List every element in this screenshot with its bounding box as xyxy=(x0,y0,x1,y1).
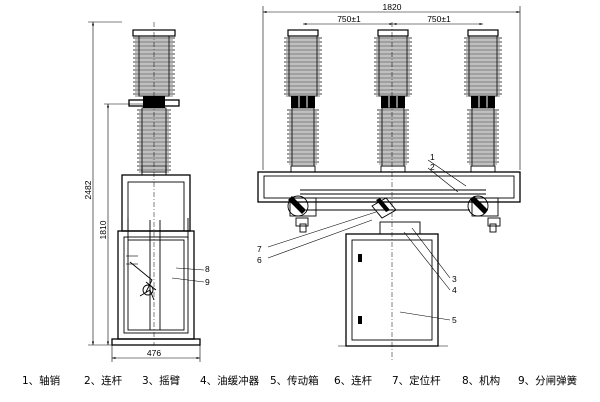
pole-2 xyxy=(374,29,412,173)
legend-item-5: 5、传动箱 xyxy=(270,374,319,387)
total-height-label: 2482 xyxy=(83,180,93,199)
side-base xyxy=(111,338,201,346)
front-support-frame xyxy=(257,171,521,203)
phase-spacing-right-label: 750±1 xyxy=(427,14,451,24)
side-upper-housing xyxy=(121,174,191,232)
callout-8: 8 xyxy=(205,264,210,274)
parts-legend: 1、轴销 2、连杆 3、摇臂 4、油缓冲器 5、传动箱 6、连杆 7、定位杆 8… xyxy=(22,374,577,387)
phase-spacing-dimension: 750±1 750±1 xyxy=(303,14,483,26)
legend-item-9: 9、分闸弹簧 xyxy=(518,374,577,387)
total-width-label: 1820 xyxy=(383,2,402,12)
legend-item-3: 3、摇臂 xyxy=(142,374,181,387)
pole-1 xyxy=(284,29,322,173)
callout-4: 4 xyxy=(452,285,457,295)
callout-1: 1 xyxy=(430,152,435,162)
callout-2: 2 xyxy=(430,162,435,172)
callout-3: 3 xyxy=(452,274,457,284)
side-view: 2482 1810 xyxy=(83,21,210,362)
phase-spacing-left-label: 750±1 xyxy=(337,14,361,24)
legend-item-7: 7、定位杆 xyxy=(392,374,441,387)
base-width-label: 476 xyxy=(147,348,161,358)
front-rocker-arm-center xyxy=(371,197,397,219)
three-pole-columns xyxy=(284,29,502,173)
body-height-dimension: 1810 xyxy=(98,103,150,345)
total-height-dimension: 2482 xyxy=(83,21,122,345)
legend-item-8: 8、机构 xyxy=(462,374,500,387)
callout-7: 7 xyxy=(257,244,262,254)
total-width-dimension: 1820 xyxy=(262,2,521,170)
legend-item-2: 2、连杆 xyxy=(84,374,123,387)
pole-3 xyxy=(464,29,502,173)
front-rocker-arm-left xyxy=(287,195,309,217)
body-height-label: 1810 xyxy=(98,220,108,239)
callout-5: 5 xyxy=(452,315,457,325)
base-width-dimension: 476 xyxy=(111,345,201,362)
legend-item-4: 4、油缓冲器 xyxy=(200,374,260,387)
front-view: 1820 750±1 750±1 xyxy=(257,2,521,360)
side-opening-spring xyxy=(129,261,157,301)
legend-item-6: 6、连杆 xyxy=(334,374,373,387)
callout-9: 9 xyxy=(205,277,210,287)
legend-item-1: 1、轴销 xyxy=(22,374,60,387)
front-rocker-arm-right xyxy=(467,195,489,217)
side-mechanism-cabinet xyxy=(117,230,195,340)
callout-6: 6 xyxy=(257,255,262,265)
